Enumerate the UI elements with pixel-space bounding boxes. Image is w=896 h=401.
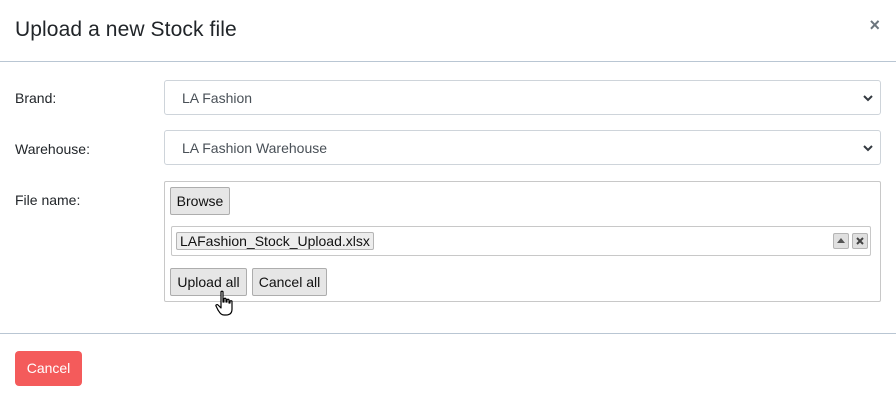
browse-button[interactable]: Browse [170,187,230,215]
remove-icon[interactable] [852,233,868,249]
warehouse-select-value: LA Fashion Warehouse [182,140,328,156]
file-list-item: LAFashion_Stock_Upload.xlsx [171,226,871,256]
warehouse-label: Warehouse: [15,141,90,157]
brand-select[interactable]: LA Fashion [164,80,881,115]
brand-select-value: LA Fashion [182,90,253,106]
file-uploader: Browse LAFashion_Stock_Upload.xlsx Uploa… [164,181,881,302]
file-name-label: File name: [15,192,81,208]
cancel-button[interactable]: Cancel [15,351,82,386]
chevron-down-icon [863,95,873,102]
hand-cursor-icon [215,290,233,316]
brand-label: Brand: [15,90,57,106]
modal-title: Upload a new Stock file [15,18,237,41]
modal-header: Upload a new Stock file × [0,0,896,62]
cancel-all-button[interactable]: Cancel all [252,268,327,296]
chevron-down-icon [863,145,873,152]
file-name-chip: LAFashion_Stock_Upload.xlsx [176,232,374,250]
footer-divider [0,333,896,334]
triangle-up-glyph [837,238,845,243]
upload-all-button[interactable]: Upload all [170,268,247,296]
move-up-icon[interactable] [833,233,849,249]
close-icon[interactable]: × [869,15,880,35]
warehouse-select[interactable]: LA Fashion Warehouse [164,130,881,165]
x-glyph [856,237,864,245]
